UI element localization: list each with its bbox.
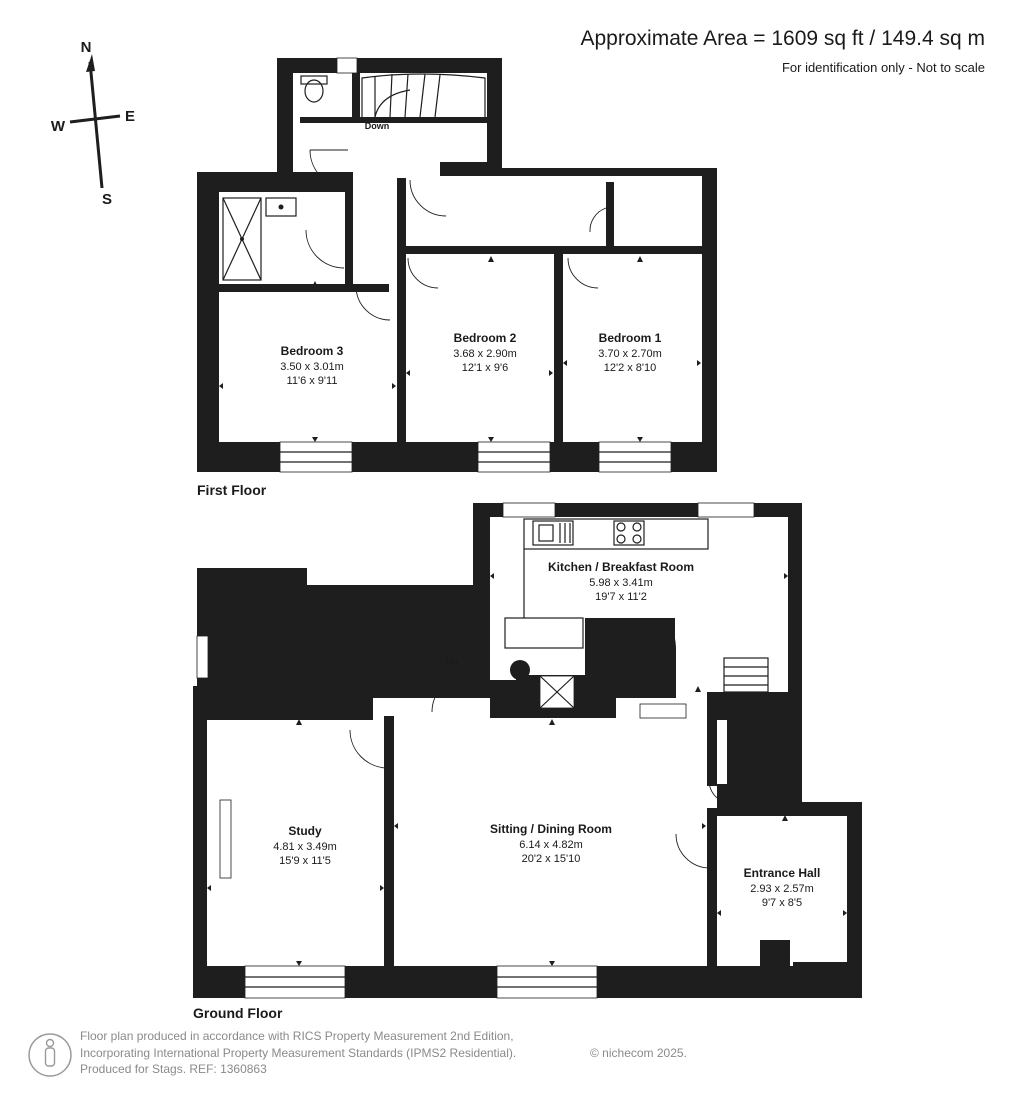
window [279,441,353,473]
window [336,57,358,74]
room-metric-dimensions: 6.14 x 4.82m [519,839,583,851]
compass-rose: N S E W [51,39,135,208]
room-imperial-dimensions: 9'7 x 8'5 [762,897,802,909]
ground-floor-stair-label: Up [446,656,458,666]
north-arrow-icon [86,54,95,72]
area-title: Approximate Area = 1609 sq ft / 149.4 sq… [581,27,986,50]
room-imperial-dimensions: 19'7 x 11'2 [595,591,647,603]
person-scale-icon [28,1033,72,1077]
first-floor-plan: Down Bedroom 3 3.5 [197,57,717,498]
window [502,502,556,518]
window [496,965,598,999]
room-imperial-dimensions: 15'9 x 11'5 [279,855,331,867]
footer: Floor plan produced in accordance with R… [28,1029,687,1077]
ground-floor-label: Ground Floor [193,1005,283,1021]
room-imperial-dimensions: 11'6 x 9'11 [287,375,338,387]
room-name: Sitting / Dining Room [490,822,612,836]
compass-west: W [51,118,66,135]
room-imperial-dimensions: 12'1 x 9'6 [462,362,508,374]
footer-line-2: Incorporating International Property Mea… [80,1046,516,1060]
window [697,502,755,518]
first-floor-stair-label: Down [365,121,390,131]
first-floor-label: First Floor [197,482,267,498]
room-imperial-dimensions: 20'2 x 15'10 [522,853,581,865]
compass-north: N [81,39,92,56]
footer-line-1: Floor plan produced in accordance with R… [80,1029,514,1043]
room-name: Bedroom 3 [281,344,344,358]
window [244,965,346,999]
room-metric-dimensions: 3.70 x 2.70m [598,348,662,360]
room-metric-dimensions: 2.93 x 2.57m [750,883,814,895]
window [219,799,232,879]
room-imperial-dimensions: 12'2 x 8'10 [604,362,657,374]
room-metric-dimensions: 3.68 x 2.90m [453,348,517,360]
compass-east: E [125,108,135,125]
window [598,441,672,473]
disclaimer-text: For identification only - Not to scale [782,60,985,75]
room-metric-dimensions: 5.98 x 3.41m [589,577,653,589]
window [196,635,209,679]
ground-floor-plan: Up [193,502,862,1021]
window [477,441,551,473]
room-name: Study [288,824,322,838]
footer-copyright: © nichecom 2025. [590,1046,687,1060]
room-metric-dimensions: 3.50 x 3.01m [280,361,344,373]
room-name: Bedroom 2 [454,331,517,345]
room-metric-dimensions: 4.81 x 3.49m [273,841,337,853]
room-name: Bedroom 1 [599,331,662,345]
footer-line-3: Produced for Stags. REF: 1360863 [80,1062,267,1076]
room-name: Kitchen / Breakfast Room [548,560,694,574]
room-name: Entrance Hall [744,866,821,880]
compass-south: S [102,191,112,208]
